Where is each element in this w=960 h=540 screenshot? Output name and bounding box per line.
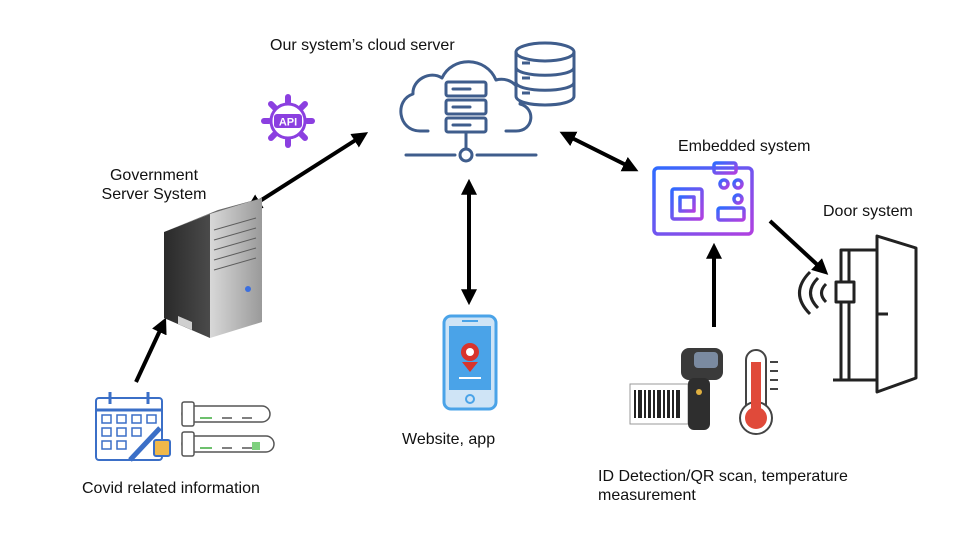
government-label-line2: Server System [101,186,207,203]
id-scan-label: ID Detection/QR scan, temperature measur… [598,467,908,505]
api-gear-icon: API [261,94,315,148]
id-scan-label-line1: ID Detection/QR scan, temperature [598,468,848,485]
door-system-label: Door system [823,203,913,220]
calendar-syringe-icon [95,392,171,462]
arrow-embedded-door [768,219,829,275]
door-icon [798,234,918,394]
arrow-covid-government [134,317,167,383]
thermometer-icon [739,349,778,435]
id-scan-label-line2: measurement [598,487,696,504]
arrow-cloud-embedded [559,131,639,172]
api-badge-text: API [279,117,297,129]
test-tube-icon [181,401,275,457]
website-app-label: Website, app [402,431,496,448]
government-label-line1: Government [109,167,199,184]
covid-info-label: Covid related information [82,480,260,497]
connection-arrows [134,131,829,383]
cloud-server-icon [399,60,538,163]
embedded-system-label: Embedded system [678,138,811,155]
server-tower-icon [164,198,262,338]
arrow-cloud-government [245,132,369,210]
embedded-board-icon [652,161,754,236]
barcode-scanner-icon [629,348,723,430]
phone-icon [442,314,498,411]
cloud-server-label: Our system’s cloud server [270,37,455,54]
database-icon [514,41,576,107]
government-server-label: Government Server System [84,166,224,204]
